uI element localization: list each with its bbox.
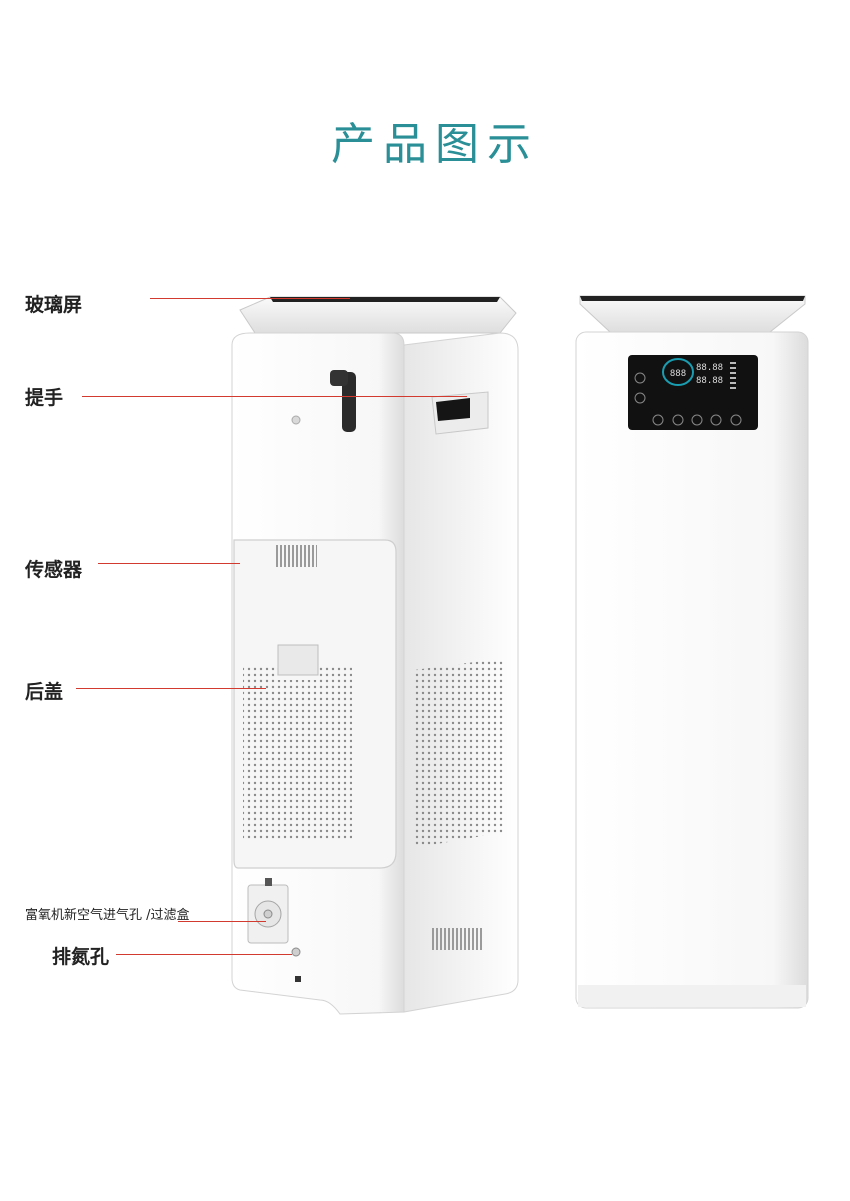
nitrogen-vent-leader <box>116 954 292 955</box>
intake-filter-label: 富氧机新空气进气孔 /过滤盒 <box>25 908 190 923</box>
readout-main: 888 <box>670 369 686 379</box>
back-cover-leader <box>76 688 266 689</box>
glass-screen-leader <box>150 298 350 299</box>
back-cover-label: 后盖 <box>25 681 64 703</box>
intake-filter-leader <box>178 921 266 922</box>
front-view-unit: 888 88.88 88.88 <box>575 295 809 1009</box>
page-title: 产品图示 <box>331 119 539 170</box>
readout-top: 88.88 <box>696 363 723 373</box>
readout-bottom: 88.88 <box>696 376 723 386</box>
sensor-label: 传感器 <box>25 559 83 581</box>
rear-view-unit <box>231 296 519 1015</box>
nitrogen-vent-label: 排氮孔 <box>52 946 110 968</box>
handle-label: 提手 <box>25 387 64 409</box>
handle-leader <box>82 396 467 397</box>
sensor-leader <box>98 563 240 564</box>
glass-screen-label: 玻璃屏 <box>25 294 83 316</box>
control-display-panel <box>628 355 758 430</box>
